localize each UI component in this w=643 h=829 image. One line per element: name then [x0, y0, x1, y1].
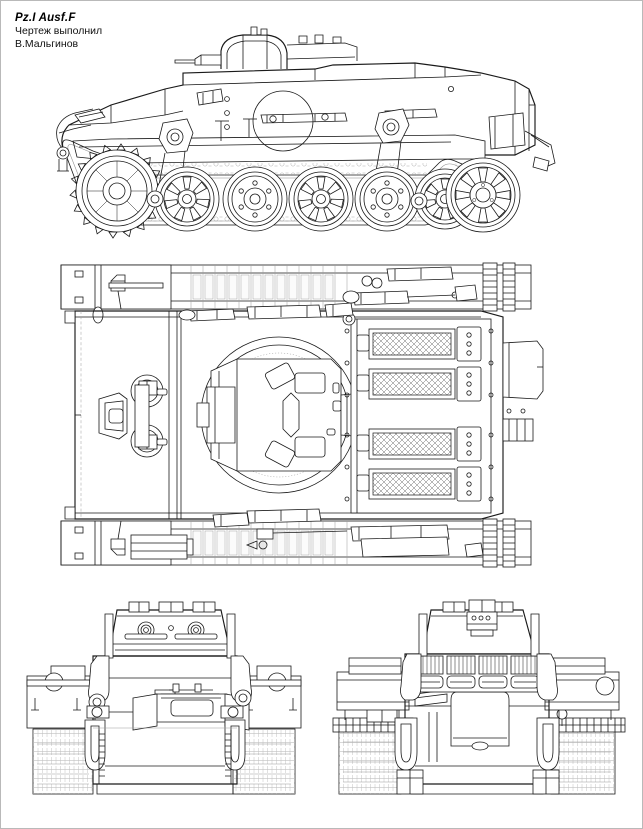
louvre-panel — [478, 655, 508, 689]
side-elevation-view — [15, 26, 630, 247]
louvre-panel — [446, 655, 476, 689]
track-rear — [338, 725, 616, 795]
louvre-panel — [414, 655, 444, 689]
spare-track-links-rail — [332, 705, 626, 733]
deck-details-upper — [178, 266, 478, 322]
road-wheel — [354, 166, 420, 232]
turret-rear — [400, 599, 558, 701]
suspension-arms — [158, 108, 410, 186]
rear-elevation-view — [319, 594, 633, 824]
hull-superstructure — [56, 62, 536, 172]
road-wheel — [288, 166, 354, 232]
driver-hatch-plan — [98, 374, 168, 458]
suspension-rear — [394, 717, 560, 795]
hull-port-detail — [224, 86, 454, 152]
vehicle-designation: Pz.I Ausf.F — [15, 12, 76, 24]
title-block: Pz.I Ausf.F Чертеж выполнил В.Мальгинов — [15, 11, 265, 51]
suspension-front — [84, 705, 246, 784]
rear-louvre-panels — [410, 653, 544, 693]
fender-right-plan — [60, 520, 194, 566]
turret-side — [174, 26, 358, 69]
road-wheel-set — [146, 166, 476, 232]
fender-boxes-rear — [336, 657, 620, 720]
hull-stowage-details — [196, 88, 556, 172]
vision-port — [124, 621, 168, 640]
engine-deck-grilles — [342, 312, 494, 514]
grille-panel — [356, 326, 482, 362]
vision-port — [174, 621, 218, 640]
grille-panel — [356, 366, 482, 402]
idler-wheel — [445, 157, 521, 233]
credit-label: Чертеж выполнил — [15, 25, 103, 37]
hull-front — [92, 655, 250, 795]
louvre-panel — [510, 655, 540, 689]
front-elevation-view — [9, 594, 311, 824]
fender-left-plan — [60, 264, 172, 324]
grille-panel — [356, 426, 482, 462]
road-wheel — [222, 166, 288, 232]
author-name: В.Мальгинов — [15, 38, 79, 50]
turret-plan — [196, 336, 366, 494]
rear-turret-stowage — [466, 599, 498, 637]
grille-panel — [356, 466, 482, 502]
turret-front — [88, 601, 252, 711]
rear-plate-plan — [502, 340, 544, 442]
plan-top-view — [51, 262, 599, 571]
drive-sprocket — [69, 143, 165, 239]
deck-details-lower — [212, 508, 484, 558]
road-wheel — [154, 166, 220, 232]
